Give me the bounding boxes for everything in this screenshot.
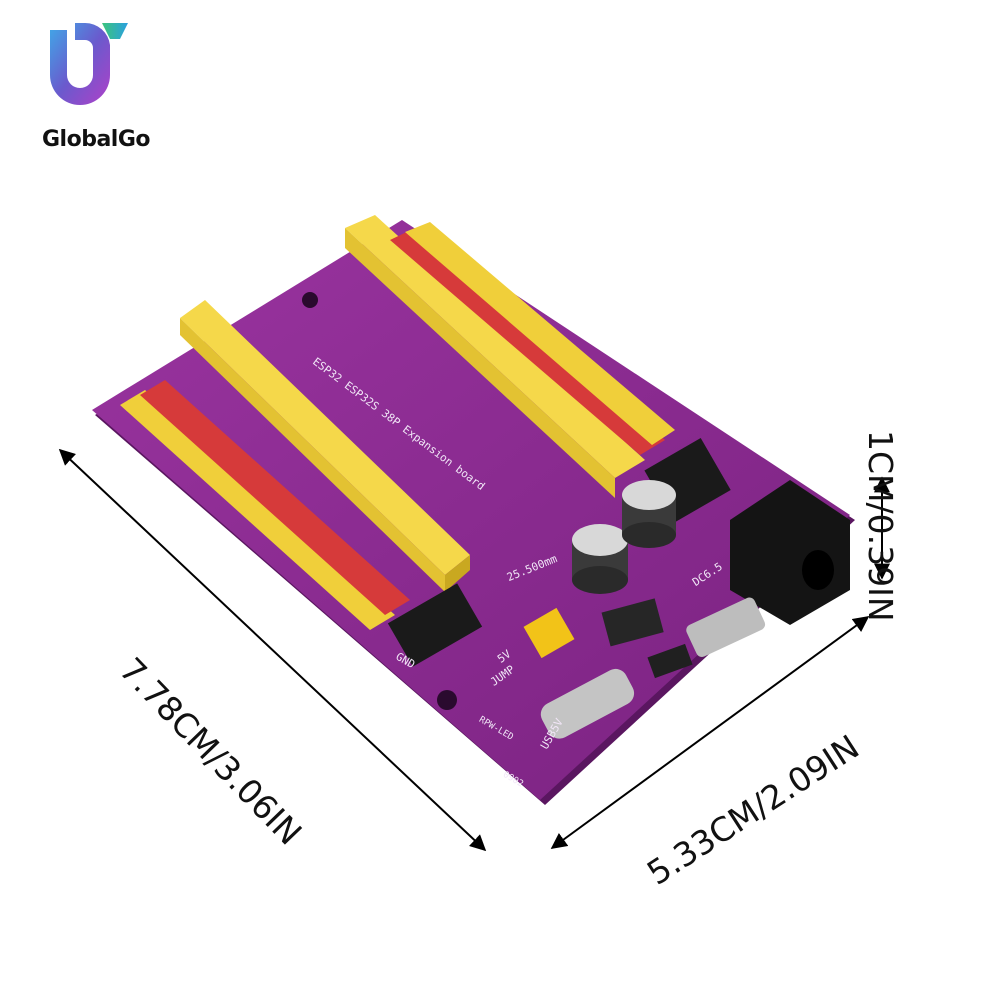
- mounting-hole-2: [302, 292, 318, 308]
- male-pin-row-top: [390, 222, 675, 455]
- dc-barrel-jack: [730, 480, 850, 625]
- mounting-hole-1: [437, 690, 457, 710]
- brand-name: GlobalGo: [42, 127, 151, 152]
- globalgo-logo-icon: [50, 22, 128, 106]
- capacitor-1: [572, 524, 628, 594]
- female-header-top: [345, 215, 645, 498]
- esp32-expansion-board: [92, 215, 855, 805]
- brand-logo: GlobalGo: [20, 15, 180, 152]
- height-label: 1CM/0.39IN: [861, 430, 900, 622]
- length-arrow: [58, 448, 487, 852]
- capacitor-2: [622, 480, 676, 548]
- width-arrow: [550, 616, 870, 849]
